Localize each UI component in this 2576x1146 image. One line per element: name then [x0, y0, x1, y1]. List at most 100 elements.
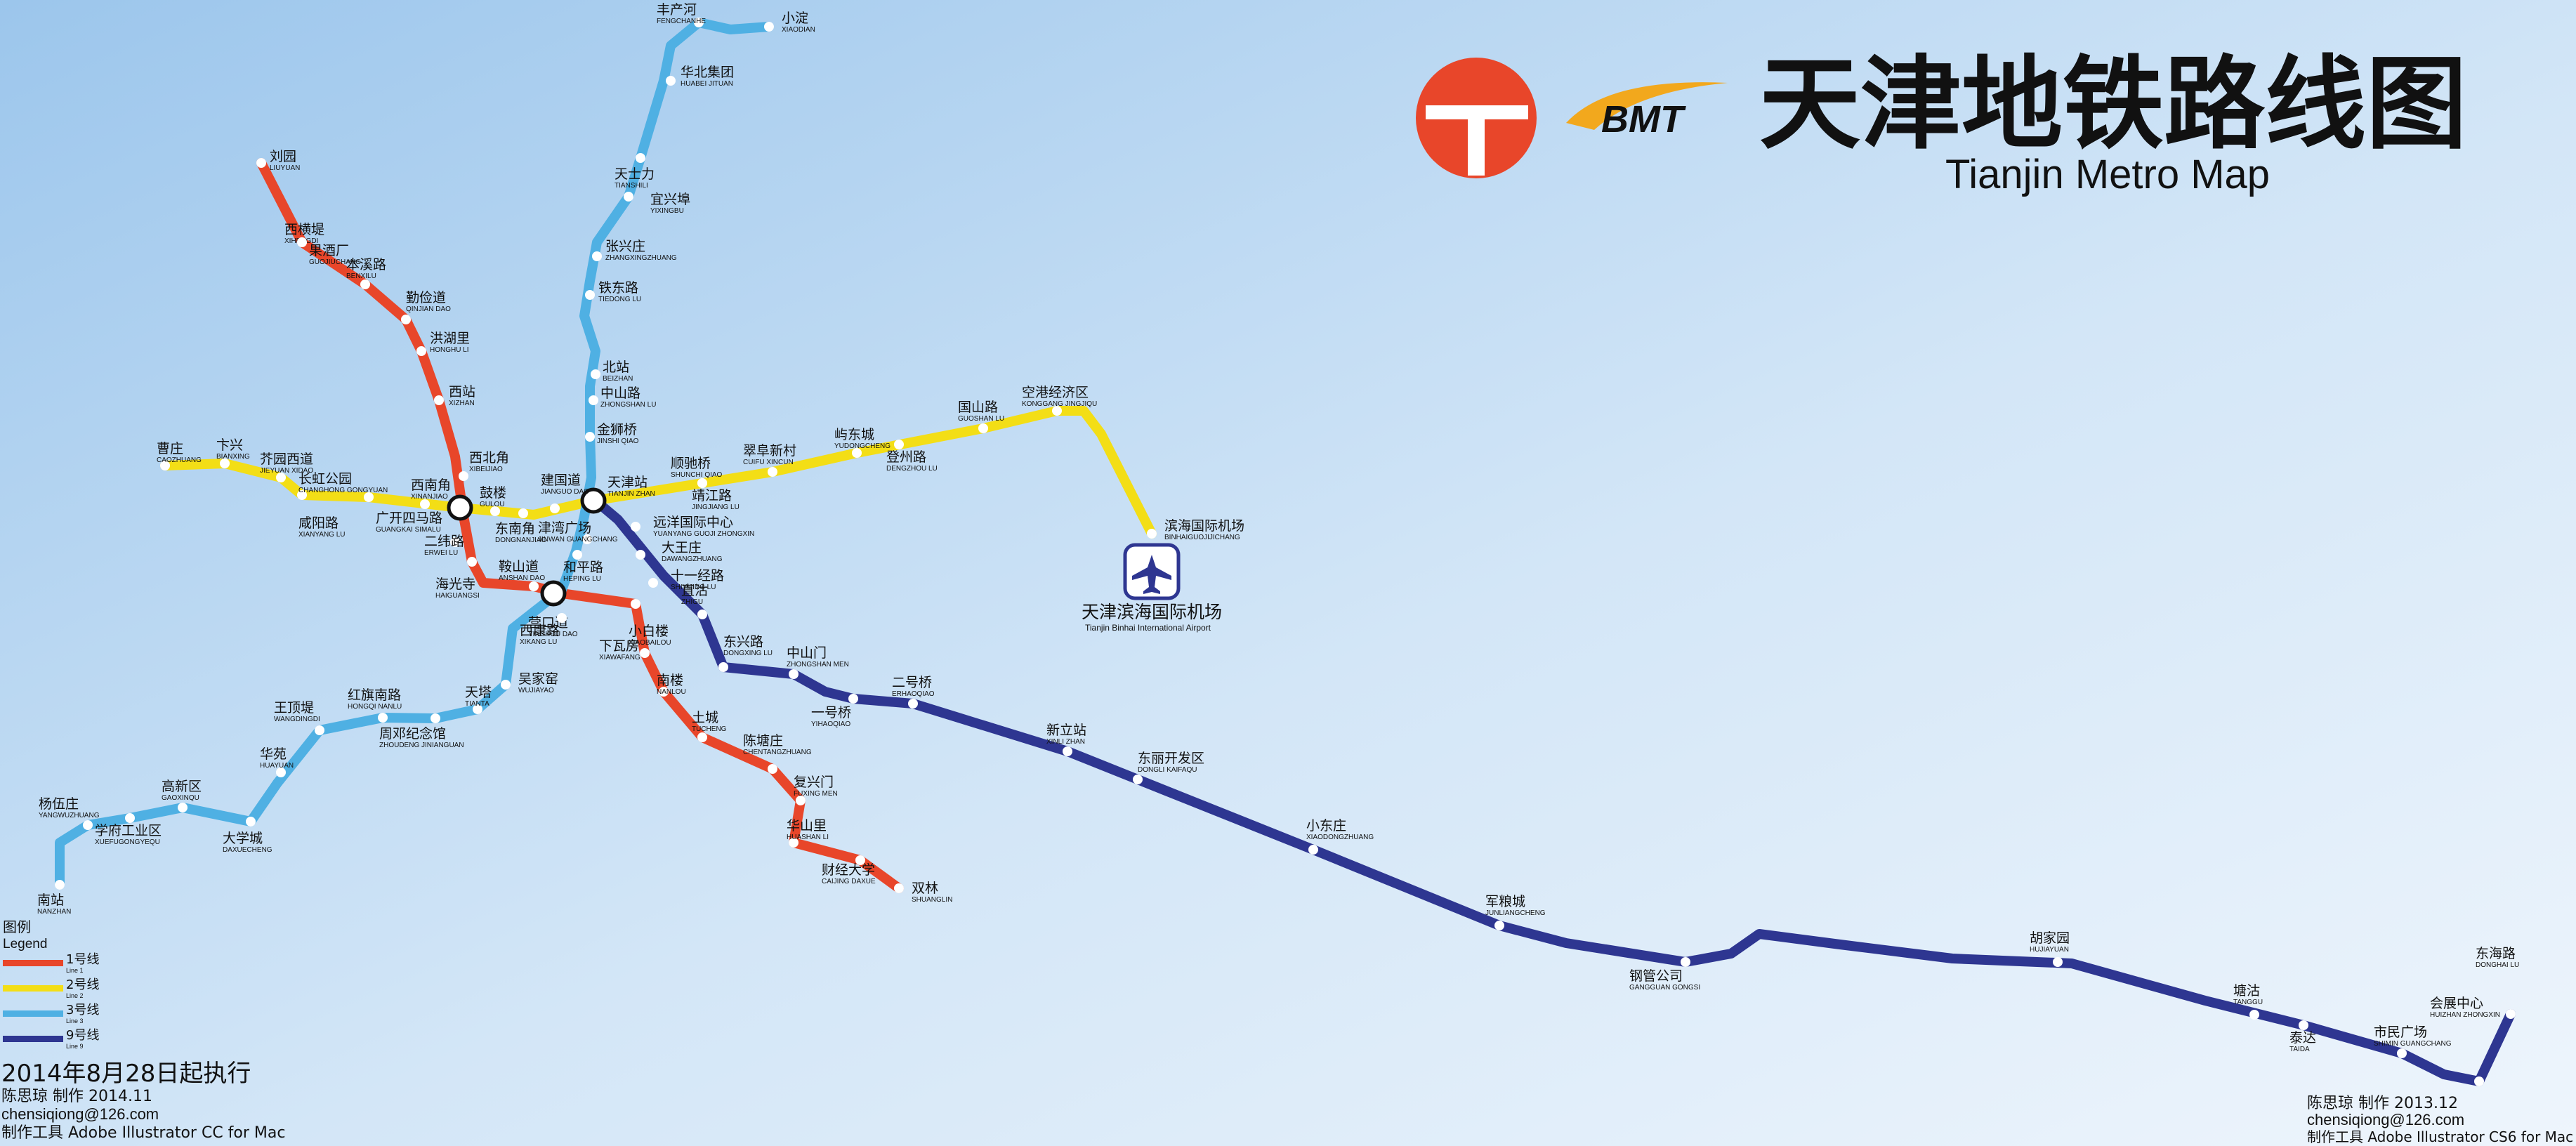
station-marker [789, 669, 799, 679]
station-name-cn: 二号桥 [892, 675, 932, 690]
station-marker [764, 22, 774, 32]
station-name-cn: 泰达 [2289, 1030, 2316, 1046]
station-name-cn: 建国道 [541, 473, 581, 488]
station-marker [178, 803, 188, 812]
station-marker [360, 279, 370, 289]
station-name-cn: 直沽 [681, 583, 708, 598]
station-marker [2299, 1020, 2308, 1030]
station-name-cn: 小白楼 [629, 624, 669, 639]
station-marker [768, 764, 777, 774]
station-name-py: QINJIAN DAO [406, 305, 451, 313]
station-marker [364, 492, 374, 502]
station-name-py: GUOJIUCHANG [309, 258, 361, 266]
legend-line-1-en: Line 1 [66, 967, 84, 974]
legend-line-3-en: Line 3 [66, 1017, 84, 1025]
station-name-cn: 远洋国际中心 [653, 515, 733, 530]
legend-line-2-cn: 2号线 [66, 977, 99, 992]
station-marker [1681, 957, 1690, 967]
station-name-cn: 小东庄 [1306, 818, 1346, 834]
station-name-cn: 天津站 [607, 475, 648, 490]
station-name-cn: 靖江路 [692, 488, 732, 503]
station-marker [55, 880, 65, 890]
station-name-cn: 东兴路 [723, 634, 763, 650]
station-marker [697, 732, 707, 742]
station-name-cn: 大学城 [223, 831, 263, 846]
station-name-cn: 国山路 [958, 400, 998, 415]
station-name-cn: 十一经路 [671, 568, 724, 584]
station-name-cn: 登州路 [886, 449, 926, 465]
station-name-cn: 华北集团 [681, 65, 734, 80]
station-marker [1133, 775, 1143, 784]
station-name-py: SHUANGLIN [912, 896, 952, 904]
header: BMT 天津地铁路线图 Tianjin Metro Map [1416, 45, 2467, 197]
station-name-py: ZHONGSHAN LU [600, 401, 656, 409]
station-name-cn: 土城 [692, 710, 718, 725]
station-name-py: HONGHU LI [430, 346, 469, 354]
station-name-py: SHIYIJING LU [671, 584, 716, 591]
station-name-py: XIZHAN [449, 400, 475, 407]
station-name-py: GUOSHAN LU [958, 415, 1004, 423]
station-name-cn: 军粮城 [1485, 894, 1525, 909]
station-name-cn: 西北角 [469, 450, 509, 466]
station-name-py: TANGGU [2233, 999, 2263, 1006]
station-name-py: ZHONGSHAN MEN [787, 661, 849, 668]
station-marker [624, 192, 633, 202]
station-name-py: ERWEI LU [424, 549, 458, 557]
station-name-cn: 北站 [603, 360, 629, 375]
legend-line-9-cn: 9号线 [66, 1028, 99, 1043]
station-name-py: GULOU [480, 501, 505, 508]
station-marker [697, 478, 707, 488]
station-marker [659, 687, 669, 697]
station-name-py: DONGHAI LU [2476, 961, 2519, 969]
station-name-py: ZHOUDENG JINIANGUAN [379, 742, 464, 749]
station-name-py: ZHIGU [681, 598, 703, 606]
author-credit: 陈思琼 制作 2014.11 [1, 1088, 152, 1105]
station-name-py: YIHAOQIAO [811, 720, 850, 728]
station-name-py: JINGJIANG LU [692, 503, 740, 511]
station-marker [718, 662, 728, 672]
station-marker [2506, 1009, 2516, 1019]
station-name-py: YUANYANG GUOJI ZHONGXIN [653, 530, 754, 538]
station-marker [160, 461, 170, 470]
station-name-py: CUIFU XINCUN [743, 459, 794, 466]
station-marker [529, 581, 539, 591]
station-name-py: WANGDINGDI [274, 716, 320, 723]
station-name-cn: 南楼 [657, 673, 683, 688]
bmt-logo-text: BMT [1601, 98, 1686, 140]
station-name-py: DONGNANJIAO [495, 536, 547, 544]
station-marker [276, 473, 286, 482]
station-marker [1063, 746, 1072, 756]
station-name-cn: 芥园西道 [260, 452, 313, 467]
station-name-cn: 华苑 [260, 746, 287, 762]
station-name-cn: 王顶堤 [274, 700, 314, 716]
station-marker [473, 704, 482, 714]
station-name-cn: 和平路 [563, 560, 603, 575]
station-name-cn: 广开四马路 [376, 511, 442, 526]
station-marker [640, 648, 650, 658]
station-name-cn: 东丽开发区 [1138, 751, 1204, 766]
station-name-py: CAIJING DAXUE [822, 878, 876, 885]
